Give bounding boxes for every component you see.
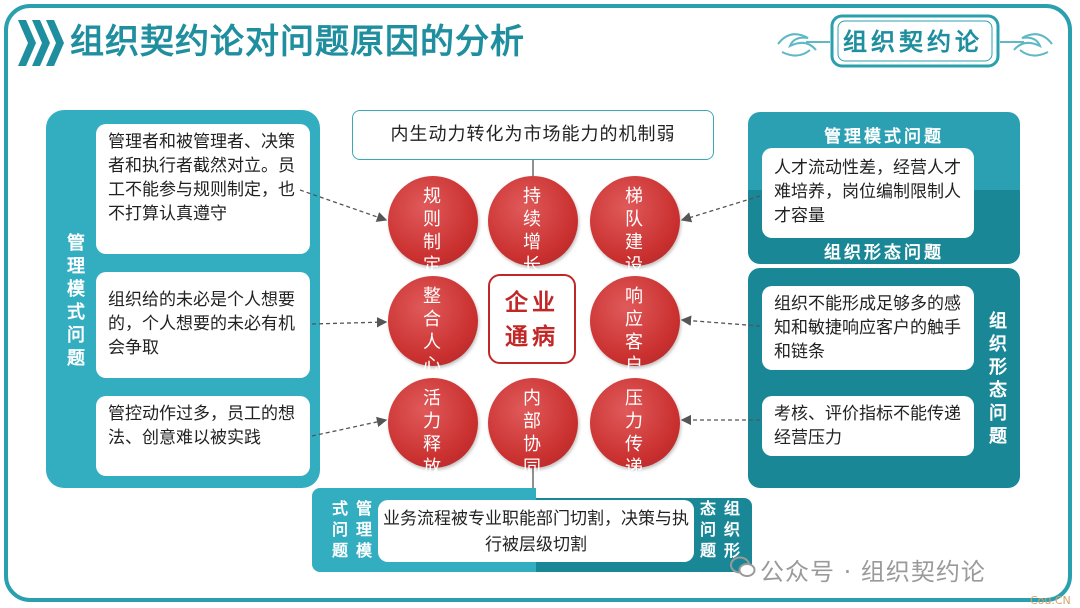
left-panel-label: 管理模式问题 — [67, 233, 85, 369]
bottom-left-label-col1: 式问题 — [331, 499, 348, 560]
right-card-top: 人才流动性差，经营人才难培养，岗位编制限制人才容量 — [762, 148, 974, 238]
center-common-ailment: 企业通病 — [488, 274, 576, 364]
left-card-3: 管控动作过多，员工的想法、创意难以被实践 — [96, 396, 310, 476]
right-mid-label: 组织形态问题 — [824, 243, 944, 263]
bottom-left-label-col2: 管理模 — [355, 499, 372, 560]
left-card-2: 组织给的未必是个人想要的，个人想要的未必有机会争取 — [96, 272, 310, 378]
circle-talent-pipeline: 梯队建设难 — [590, 176, 680, 299]
top-mechanism-box: 内生动力转化为市场能力的机制弱 — [352, 110, 714, 160]
circle-pressure-transfer: 压力传递难 — [590, 378, 680, 501]
circle-customer-response: 响应客户难 — [590, 276, 680, 399]
corner-watermark: Cou.CN — [1030, 594, 1071, 607]
right-card-2: 组织不能形成足够多的感知和敏捷响应客户的触手和链条 — [762, 286, 974, 370]
circle-rule-making: 规则制定难 — [388, 176, 478, 299]
chevron-icon — [32, 20, 50, 66]
right-panel-label: 组织形态问题 — [989, 311, 1007, 447]
chevron-icon — [46, 20, 64, 66]
page-title: 组织契约论对问题原因的分析 — [70, 22, 525, 62]
bottom-right-label-col2: 组织形 — [723, 499, 740, 560]
circle-internal-collaboration: 内部协同难 — [488, 378, 578, 501]
bottom-process-card: 业务流程被专业职能部门切割，决策与执行被层级切割 — [378, 500, 694, 562]
wechat-icon — [730, 556, 756, 577]
right-card-3: 考核、评价指标不能传递经营压力 — [762, 396, 974, 456]
watermark-text: 公众号 · 组织契约论 — [760, 558, 986, 586]
badge-label: 组织契约论 — [843, 27, 983, 56]
circle-unifying-people: 整合人心难 — [388, 276, 478, 399]
bottom-right-label-col1: 态问题 — [699, 499, 716, 560]
ornament-badge-icon — [777, 14, 1053, 68]
left-card-1: 管理者和被管理者、决策者和执行者截然对立。员工不能参与规则制定，也不打算认真遵守 — [96, 124, 310, 254]
right-top-label: 管理模式问题 — [824, 127, 944, 147]
chevron-icon — [18, 20, 36, 66]
